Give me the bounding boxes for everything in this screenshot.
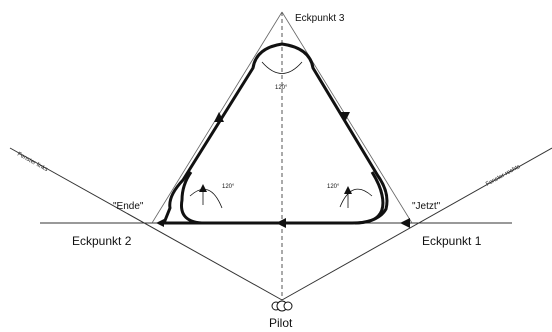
- corner-left-arc: [179, 171, 206, 225]
- corner2-label: Eckpunkt 2: [72, 234, 132, 248]
- corner1-label: Eckpunkt 1: [422, 234, 482, 248]
- angle-left-label: 120°: [222, 184, 235, 190]
- corner-right-arc: [354, 171, 385, 225]
- angle-right-label: 120°: [327, 184, 340, 190]
- corner3-label: Eckpunkt 3: [295, 13, 345, 24]
- window-right-line: [281, 147, 552, 301]
- window-left-label: Fenster links: [16, 152, 49, 174]
- angle-arc-right: [339, 188, 373, 208]
- now-label: "Jetzt": [412, 201, 441, 212]
- flight-path: [162, 42, 389, 225]
- arrow-base-right: [400, 218, 410, 228]
- arrow-left-leg: [214, 112, 224, 122]
- window-left-line: [9, 147, 283, 301]
- arrow-base-center: [276, 218, 286, 228]
- pilot-glider-icon: [271, 300, 293, 312]
- angle-top-label: 120°: [275, 85, 288, 91]
- end-label: "Ende": [113, 201, 144, 212]
- arrow-right-leg: [340, 112, 350, 122]
- angle-arc-top: [261, 61, 303, 74]
- window-right-label: Fenster rechts: [485, 164, 521, 188]
- angle-arc-left: [189, 188, 223, 209]
- pilot-label: Pilot: [269, 316, 293, 330]
